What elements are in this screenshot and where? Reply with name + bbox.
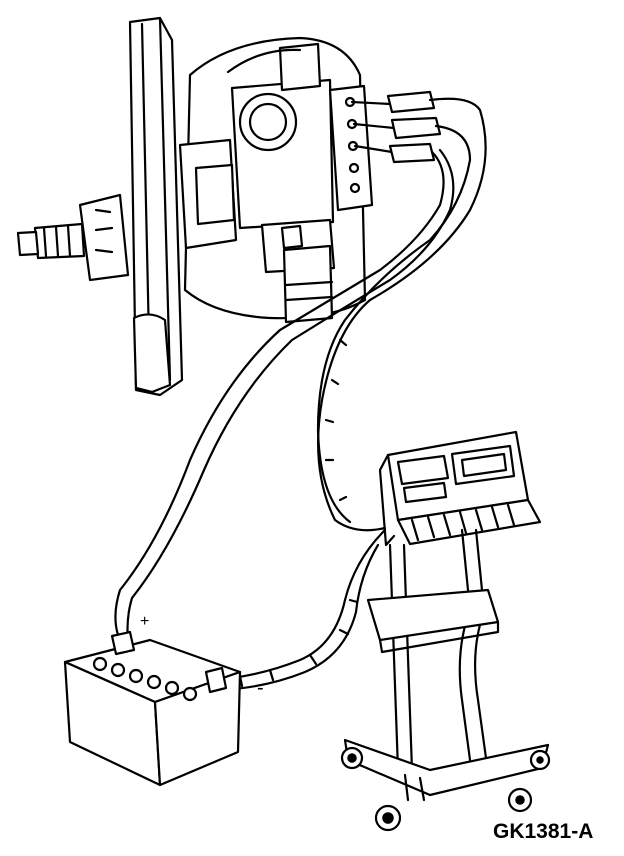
- battery-positive-label: +: [140, 613, 150, 630]
- battery-negative-label: -: [257, 677, 264, 699]
- tester-cables: [114, 97, 487, 692]
- charging-system-tester-illustration: [340, 430, 551, 832]
- figure-id-label: GK1381-A: [493, 820, 594, 843]
- alternator-illustration: [16, 16, 442, 397]
- battery-illustration: [63, 630, 242, 787]
